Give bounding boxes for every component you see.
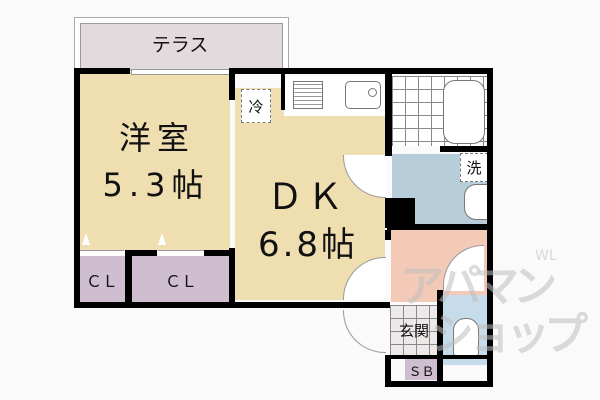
window xyxy=(131,69,231,75)
closet-2 xyxy=(132,256,230,302)
wall xyxy=(385,68,392,156)
wall xyxy=(204,250,234,256)
wall xyxy=(440,146,490,152)
bathtub-icon xyxy=(443,80,485,144)
shoe-box-label: ＳＢ xyxy=(408,365,435,380)
closet-1 xyxy=(79,256,125,302)
wall xyxy=(385,355,391,387)
closet-2-label: ＣＬ xyxy=(164,272,197,291)
dk-size: 6.8帖 xyxy=(257,225,359,265)
watermark-line2: ショップ xyxy=(430,309,588,360)
entrance xyxy=(390,305,438,355)
washbasin-icon xyxy=(464,184,488,220)
wall xyxy=(125,250,157,256)
closet-1-label: ＣＬ xyxy=(85,272,118,291)
wall xyxy=(385,381,493,387)
wall xyxy=(74,68,80,308)
wall xyxy=(125,250,132,306)
entrance-label: 玄関 xyxy=(398,322,429,340)
western-room-name: 洋室 xyxy=(118,119,195,157)
closet-door-mark xyxy=(82,233,90,245)
wall xyxy=(385,68,493,74)
wall xyxy=(229,68,235,100)
western-room-size: 5.3帖 xyxy=(102,166,210,204)
entry-door-swing xyxy=(343,310,386,353)
stove-icon xyxy=(293,81,323,109)
watermark-mark: WL xyxy=(535,248,557,264)
washer-tag: 洗 xyxy=(460,153,488,182)
closet-sliding-door xyxy=(78,250,124,256)
wall xyxy=(487,68,493,386)
wall xyxy=(230,68,390,74)
western-room xyxy=(78,72,230,250)
wall xyxy=(387,224,491,230)
wall xyxy=(229,248,235,308)
closet-sliding-door xyxy=(158,250,204,256)
wall xyxy=(385,355,493,359)
closet-door-mark xyxy=(158,233,166,245)
terrace-label: テラス xyxy=(151,34,209,56)
shoe-box xyxy=(405,358,438,380)
wall xyxy=(437,290,443,386)
terrace xyxy=(74,17,289,71)
watermark-line1: アパマン xyxy=(400,261,557,312)
wall xyxy=(385,198,415,228)
wall xyxy=(385,230,391,240)
dk-name: ＤＫ xyxy=(266,177,347,218)
wall xyxy=(74,68,130,74)
fridge-tag: 冷 xyxy=(241,89,271,123)
wall xyxy=(74,302,390,308)
wall xyxy=(281,68,285,110)
